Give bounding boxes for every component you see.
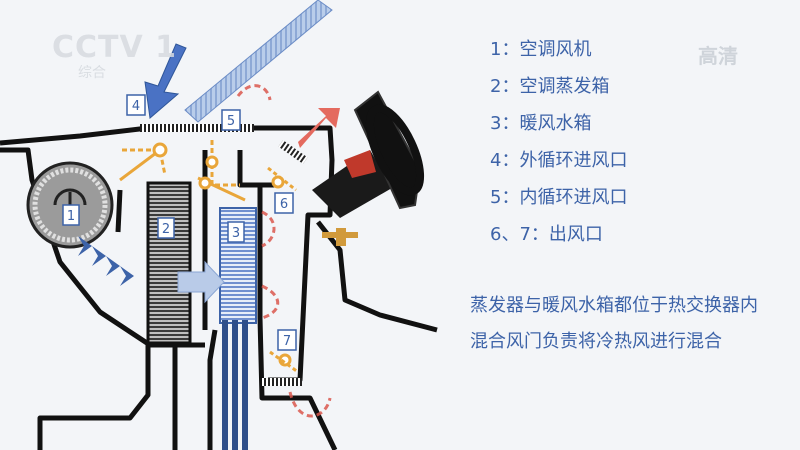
caption-line: 混合风门负责将冷热风进行混合 [470,331,722,352]
svg-text:1: 1 [67,209,75,224]
marker-2: 2 [157,217,175,239]
marker-7: 7 [277,329,297,351]
legend-item: 4：外循环进风口 [490,150,628,171]
caption-line: 蒸发器与暖风水箱都位于热交换器内 [470,295,758,316]
mix-dampers [119,140,299,374]
svg-text:3: 3 [232,226,240,241]
legend-item: 3：暖风水箱 [490,113,592,134]
windshield [184,0,333,123]
outlet-arrow-up [298,108,340,148]
svg-text:7: 7 [283,334,291,349]
svg-text:2: 2 [162,222,170,237]
explanation-caption: 蒸发器与暖风水箱都位于热交换器内 混合风门负责将冷热风进行混合 [470,288,758,360]
hd-badge: 高清 [698,44,738,68]
heater-core [219,207,257,450]
channel-logo-sub: 综合 [78,65,106,81]
hot-air-arrows [236,84,332,418]
marker-6: 6 [274,192,294,214]
steering-wheel [312,90,425,246]
marker-5: 5 [221,109,241,131]
evaporator-core [146,181,192,345]
legend-item: 1：空调风机 [490,39,592,60]
channel-logo: CCTV 1 [52,30,178,65]
intake-arrow [144,43,187,119]
legend-item: 2：空调蒸发箱 [490,76,610,97]
through-flow-arrow [177,260,225,304]
svg-text:5: 5 [227,114,235,129]
svg-text:4: 4 [132,99,140,114]
legend-item: 6、7：出风口 [490,224,603,245]
component-legend: 1：空调风机 2：空调蒸发箱 3：暖风水箱 4：外循环进风口 5：内循环进风口 … [490,36,627,258]
marker-1: 1 [62,204,80,226]
marker-4: 4 [126,94,146,116]
airflow-chevrons [78,236,134,286]
svg-text:6: 6 [280,197,288,212]
marker-3: 3 [227,221,245,243]
legend-item: 5：内循环进风口 [490,187,628,208]
